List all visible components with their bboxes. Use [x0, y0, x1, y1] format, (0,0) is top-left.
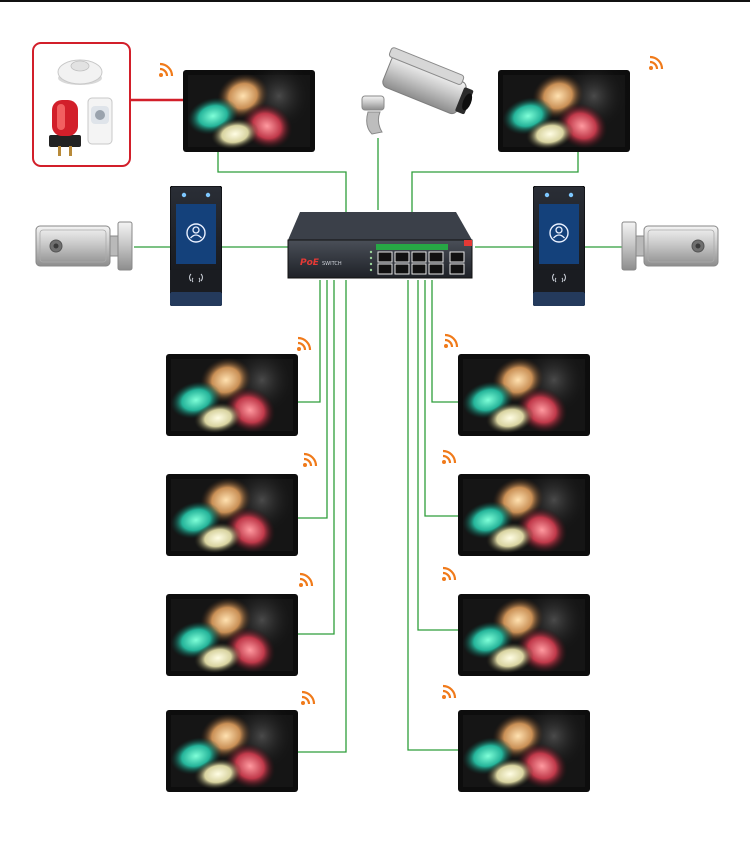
face-recognition-doorbell-icon — [533, 186, 585, 306]
left-indoor-monitor-4 — [166, 710, 298, 792]
switch-led-column — [369, 250, 373, 272]
wifi-signal-icon — [296, 336, 312, 352]
face-recognition-doorbell-icon — [170, 186, 222, 306]
right-indoor-monitor-2 — [458, 474, 590, 556]
cctv-camera-icon — [361, 47, 474, 135]
top-border — [0, 0, 750, 2]
poe-network-switch: PoE SWITCH — [287, 212, 473, 279]
left-indoor-monitor-1 — [166, 354, 298, 436]
cable-left-monitor-1 — [298, 280, 321, 403]
network-cables — [134, 138, 624, 753]
switch-model-label: SWITCH — [322, 261, 342, 267]
left-indoor-monitor-2 — [166, 474, 298, 556]
wifi-signal-icon — [443, 333, 459, 349]
wifi-signal-icon — [302, 452, 318, 468]
electric-lock-icon — [35, 221, 133, 271]
switch-poe-ports — [376, 244, 448, 275]
top-right-indoor-monitor — [498, 70, 630, 152]
smoke-detector-icon — [57, 59, 103, 85]
motion-sensor-icon — [87, 97, 113, 145]
wifi-signal-icon — [158, 62, 174, 78]
wifi-signal-icon — [441, 449, 457, 465]
cable-left-monitor-3 — [298, 280, 335, 635]
wifi-signal-icon — [441, 566, 457, 582]
electric-lock-icon — [621, 221, 719, 271]
top-left-indoor-monitor — [183, 70, 315, 152]
left-indoor-monitor-3 — [166, 594, 298, 676]
right-indoor-monitor-3 — [458, 594, 590, 676]
wifi-signal-icon — [648, 55, 664, 71]
wifi-signal-icon — [441, 684, 457, 700]
cable-right-monitor-1 — [431, 280, 458, 403]
switch-uplink-ports — [449, 240, 472, 275]
cable-top-right-monitor — [411, 152, 579, 212]
alarm-sensor-group — [32, 42, 131, 167]
cable-right-monitor-2 — [424, 280, 458, 517]
right-indoor-monitor-4 — [458, 710, 590, 792]
cable-left-monitor-2 — [298, 280, 328, 519]
cable-right-monitor-4 — [407, 280, 458, 751]
cable-top-left-monitor — [217, 152, 347, 212]
wifi-signal-icon — [300, 690, 316, 706]
wifi-signal-icon — [298, 572, 314, 588]
cable-right-monitor-3 — [417, 280, 458, 631]
switch-brand-label: PoE — [300, 258, 320, 268]
right-indoor-monitor-1 — [458, 354, 590, 436]
alarm-siren-icon — [49, 100, 81, 156]
cable-left-monitor-4 — [298, 280, 347, 753]
